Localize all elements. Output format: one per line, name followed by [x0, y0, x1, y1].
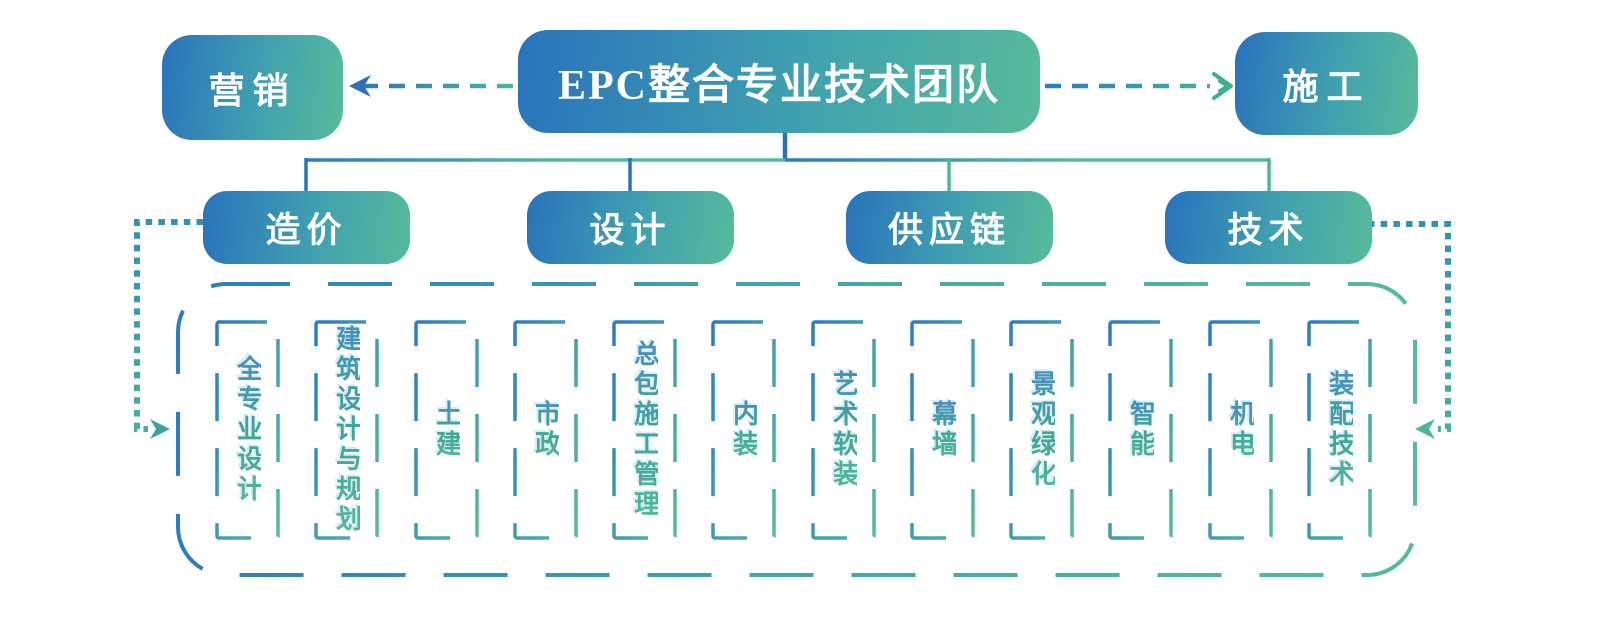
specialty-box-border [1208, 320, 1273, 540]
specialty-item: 机电 [1210, 322, 1271, 538]
specialty-label: 建筑设计与规划 [332, 325, 362, 535]
specialty-box-border [513, 320, 578, 540]
node-cost-label: 造价 [265, 211, 348, 250]
dotted-connector-right [1368, 221, 1451, 432]
specialty-item: 装配技术 [1309, 322, 1370, 538]
specialty-label: 机电 [1226, 400, 1256, 460]
specialty-item: 艺术软装 [813, 322, 874, 538]
specialty-item: 建筑设计与规划 [316, 322, 377, 538]
specialty-item: 总包施工管理 [614, 322, 675, 538]
specialty-label: 景观绿化 [1027, 370, 1057, 490]
specialty-box-border [711, 320, 776, 540]
specialty-item: 土建 [416, 322, 477, 538]
specialty-box-border [314, 320, 379, 540]
node-technology-label: 技术 [1227, 211, 1310, 250]
specialty-label: 土建 [432, 400, 462, 460]
node-marketing-label: 营销 [208, 70, 297, 111]
specialty-label: 内装 [729, 400, 759, 460]
dotted-arrowhead-right-icon [1415, 419, 1435, 439]
specialty-box-border [1307, 320, 1372, 540]
dotted-arrowhead-left-icon [150, 419, 170, 439]
node-epc-team: EPC整合专业技术团队 [518, 30, 1040, 133]
arrowhead-left-icon [349, 75, 371, 97]
specialty-item: 市政 [515, 322, 576, 538]
specialty-label: 总包施工管理 [630, 340, 660, 520]
node-design-label: 设计 [589, 211, 672, 250]
specialty-label: 全专业设计 [233, 355, 263, 505]
specialty-box-border [414, 320, 479, 540]
node-cost: 造价 [203, 191, 410, 264]
specialty-group-border [176, 282, 1417, 577]
specialty-box-border [1108, 320, 1173, 540]
specialty-label: 装配技术 [1325, 370, 1355, 490]
diagram-title: EPC整合专业技术团队 [557, 63, 1000, 109]
node-construction-label: 施工 [1282, 66, 1371, 107]
node-construction: 施工 [1235, 32, 1418, 135]
node-marketing: 营销 [162, 35, 343, 140]
specialty-label: 智能 [1126, 400, 1156, 460]
node-supply-chain-label: 供应链 [887, 211, 1011, 250]
dotted-connector-left [134, 219, 203, 432]
specialty-box-border [811, 320, 876, 540]
node-supply-chain: 供应链 [846, 191, 1053, 264]
specialty-item: 内装 [713, 322, 774, 538]
node-technology: 技术 [1165, 191, 1372, 264]
node-design: 设计 [527, 191, 734, 264]
specialty-label: 艺术软装 [829, 370, 859, 490]
specialty-label: 市政 [531, 400, 561, 460]
specialty-item: 全专业设计 [217, 322, 278, 538]
specialty-label: 幕墙 [928, 400, 958, 460]
specialty-item: 景观绿化 [1011, 322, 1072, 538]
specialty-box-border [612, 320, 677, 540]
specialty-box-border [215, 320, 280, 540]
specialty-item: 幕墙 [912, 322, 973, 538]
specialty-box-border [910, 320, 975, 540]
arrowhead-right-icon [1212, 72, 1233, 100]
specialty-box-border [1009, 320, 1074, 540]
specialty-item: 智能 [1110, 322, 1171, 538]
